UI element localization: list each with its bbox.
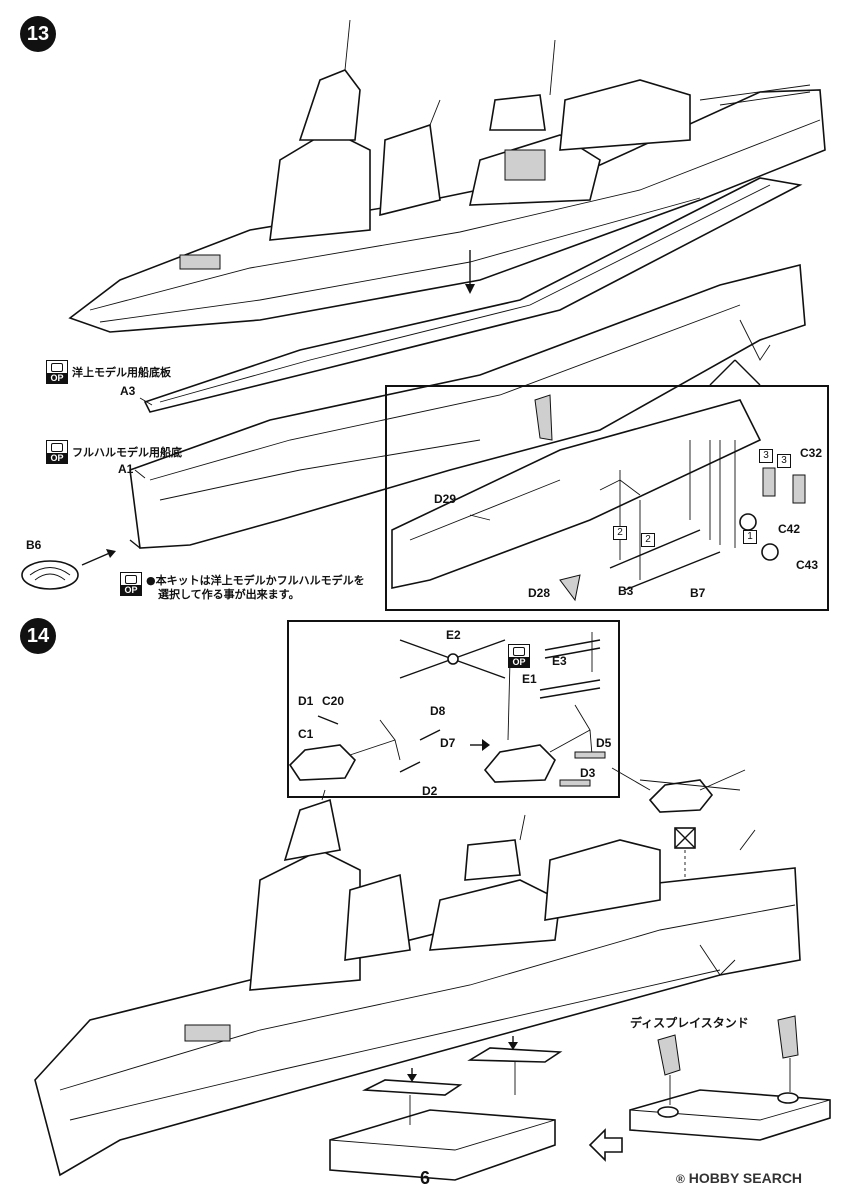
optional-icon: OP (120, 572, 142, 596)
ship-hull-step13 (68, 19, 826, 333)
waterline-note: 洋上モデル用船底板 (72, 366, 171, 379)
watermark-text: HOBBY SEARCH (688, 1170, 803, 1186)
part-label-c1: C1 (298, 727, 314, 741)
helicopter-panel (287, 620, 620, 798)
part-label-d29: D29 (434, 492, 457, 506)
part-label-a1: A1 (118, 462, 134, 476)
step-14-badge: 14 (20, 618, 56, 654)
watermark-mark: ® (676, 1172, 685, 1186)
ship-complete-step14 (34, 789, 801, 1177)
quantity-box: 1 (743, 530, 757, 544)
part-label-e2: E2 (446, 628, 461, 642)
part-label-c20: C20 (322, 694, 345, 708)
optional-icon: OP (46, 440, 68, 464)
part-label-d7: D7 (440, 736, 456, 750)
part-label-c32: C32 (800, 446, 823, 460)
fullhull-note: フルハルモデル用船底 (72, 446, 182, 459)
display-stand-parts (329, 1015, 831, 1181)
quantity-box: 2 (613, 526, 627, 540)
part-label-b6: B6 (26, 538, 42, 552)
page-number: 6 (420, 1168, 431, 1188)
part-label-a3: A3 (120, 384, 136, 398)
part-label-d3: D3 (580, 766, 596, 780)
part-label-c43: C43 (796, 558, 819, 572)
part-label-d5: D5 (596, 736, 612, 750)
part-label-b3: B3 (618, 584, 634, 598)
step-13-badge: 13 (20, 16, 56, 52)
part-label-e3: E3 (552, 654, 567, 668)
full-hull-a1 (129, 263, 806, 549)
quantity-box: 3 (759, 449, 773, 463)
optional-icon: OP (46, 360, 68, 384)
quantity-box: 2 (641, 533, 655, 547)
choice-note-line1: ●本キットは洋上モデルかフルハルモデルを (146, 574, 365, 587)
helicopter-flying (611, 767, 746, 813)
step-number: 14 (26, 624, 50, 647)
choice-note-line2: 選択して作る事が出来ます。 (158, 588, 300, 601)
part-label-e1: E1 (522, 672, 537, 686)
watermark: ® HOBBY SEARCH (676, 1170, 802, 1186)
part-label-d2: D2 (422, 784, 438, 798)
display-stand-label: ディスプレイスタンド (630, 1016, 749, 1030)
part-label-d8: D8 (430, 704, 446, 718)
part-label-c42: C42 (778, 522, 801, 536)
part-label-d28: D28 (528, 586, 551, 600)
quantity-box: 3 (777, 454, 791, 468)
part-b6-dome (21, 560, 79, 590)
stern-detail-panel (385, 385, 829, 611)
part-label-d1: D1 (298, 694, 314, 708)
waterline-plate-a3 (143, 177, 803, 413)
helicopter-assembly (288, 632, 606, 787)
part-label-b7: B7 (690, 586, 706, 600)
step-number: 13 (26, 22, 50, 45)
optional-icon: OP (508, 644, 530, 668)
